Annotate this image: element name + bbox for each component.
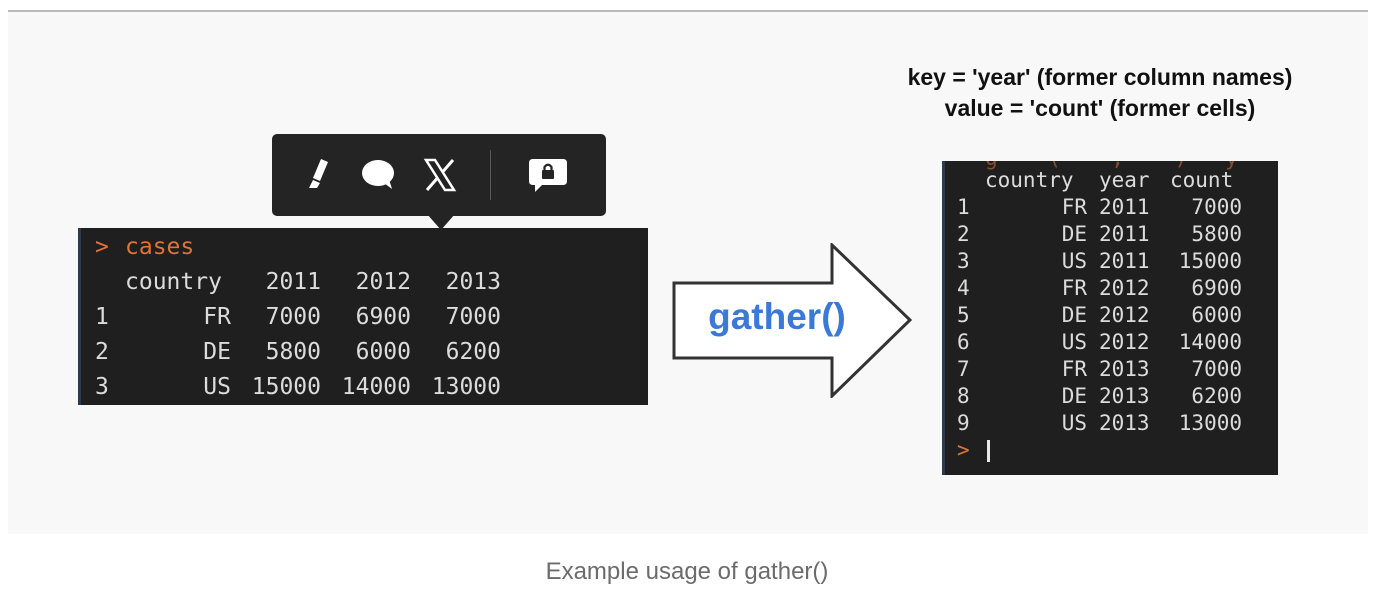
row-index: 1 [95, 304, 109, 330]
cell-country: DE [1061, 384, 1087, 408]
cell-year: 2012 [1099, 303, 1150, 327]
annotation-key-line: key = 'year' (former column names) [907, 64, 1293, 90]
x-share-icon[interactable] [418, 153, 462, 197]
comment-icon[interactable] [356, 153, 400, 197]
annotation-value-line: value = 'count' (former cells) [944, 95, 1256, 121]
row-index: 6 [957, 330, 970, 354]
cell-count: 6200 [1191, 384, 1242, 408]
figure-caption: Example usage of gather() [545, 558, 829, 585]
row-index: 5 [957, 303, 970, 327]
table-row: 3 US 2011 15000 [945, 248, 1278, 275]
table-row: 9 US 2013 13000 [945, 410, 1278, 437]
table-row: 1 FR 7000 6900 7000 [81, 300, 648, 335]
cell-country: US [1061, 249, 1087, 273]
cell-country: FR [1061, 276, 1087, 300]
cell-country: FR [1061, 357, 1087, 381]
clipped-command-line: g ( , ) y [945, 161, 1278, 172]
cell-year: 2011 [1099, 222, 1150, 246]
cell-count: 13000 [1178, 411, 1242, 435]
table-row: 3 US 15000 14000 13000 [81, 370, 648, 405]
row-index: 9 [957, 411, 970, 435]
cell-country: FR [203, 304, 231, 330]
cell-count: 15000 [1178, 249, 1242, 273]
header-2013: 2013 [445, 269, 501, 295]
wide-format-console: > cases country 2011 2012 2013 1 FR 7000… [78, 228, 648, 405]
cell-value: 7000 [265, 304, 321, 330]
cell-count: 6000 [1191, 303, 1242, 327]
table-row: 8 DE 2013 6200 [945, 383, 1278, 410]
cell-count: 5800 [1191, 222, 1242, 246]
cell-count: 7000 [1191, 357, 1242, 381]
console-prompt: > [957, 438, 970, 462]
cell-count: 14000 [1178, 330, 1242, 354]
row-index: 3 [957, 249, 970, 273]
row-index: 8 [957, 384, 970, 408]
row-index: 1 [957, 195, 970, 219]
row-index: 3 [95, 374, 109, 400]
table-row: 1 FR 2011 7000 [945, 194, 1278, 221]
cell-country: FR [1061, 195, 1087, 219]
cell-year: 2012 [1099, 276, 1150, 300]
cell-value: 14000 [341, 374, 411, 400]
right-arrow-icon [672, 243, 912, 398]
cell-country: US [1061, 330, 1087, 354]
console-prompt: > [95, 234, 109, 260]
header-count: count [1170, 168, 1234, 192]
long-format-console: g ( , ) y country year count 1FR20117000… [942, 161, 1278, 475]
cell-count: 7000 [1191, 195, 1242, 219]
table-header-row: country year count [945, 167, 1278, 194]
cell-count: 6900 [1191, 276, 1242, 300]
table-row: 2 DE 5800 6000 6200 [81, 335, 648, 370]
cell-value: 6000 [355, 339, 411, 365]
cell-year: 2013 [1099, 357, 1150, 381]
toolbar-divider [490, 150, 491, 200]
cell-year: 2013 [1099, 411, 1150, 435]
text-cursor [987, 440, 990, 462]
cell-year: 2013 [1099, 384, 1150, 408]
cell-country: DE [1061, 303, 1087, 327]
cell-value: 6200 [445, 339, 501, 365]
cell-country: US [203, 374, 231, 400]
cell-year: 2011 [1099, 249, 1150, 273]
highlight-icon[interactable] [296, 153, 340, 197]
cell-year: 2011 [1099, 195, 1150, 219]
cell-value: 6900 [355, 304, 411, 330]
row-index: 7 [957, 357, 970, 381]
row-index: 4 [957, 276, 970, 300]
console-prompt-line: > [945, 437, 1278, 464]
table-row: 2 DE 2011 5800 [945, 221, 1278, 248]
private-note-icon[interactable] [526, 153, 570, 197]
table-row: 5 DE 2012 6000 [945, 302, 1278, 329]
table-row: 6 US 2012 14000 [945, 329, 1278, 356]
cell-value: 15000 [251, 374, 321, 400]
row-index: 2 [95, 339, 109, 365]
header-year: year [1099, 168, 1150, 192]
header-2012: 2012 [355, 269, 411, 295]
row-index: 2 [957, 222, 970, 246]
table-row: 4 FR 2012 6900 [945, 275, 1278, 302]
cell-country: DE [203, 339, 231, 365]
annotation: key = 'year' (former column names) value… [880, 62, 1320, 124]
console-command: cases [125, 234, 195, 260]
toolbar-caret [427, 214, 455, 230]
cell-value: 5800 [265, 339, 321, 365]
arrow-label: gather() [708, 296, 846, 337]
cell-value: 13000 [431, 374, 501, 400]
cell-year: 2012 [1099, 330, 1150, 354]
table-header-row: country 2011 2012 2013 [81, 265, 648, 300]
header-country: country [985, 168, 1074, 192]
console-command-line: > cases [81, 230, 648, 265]
cell-country: US [1061, 411, 1087, 435]
table-row: 7 FR 2013 7000 [945, 356, 1278, 383]
cell-value: 7000 [445, 304, 501, 330]
header-country: country [125, 269, 222, 295]
header-2011: 2011 [265, 269, 321, 295]
selection-toolbar [272, 134, 606, 216]
cell-country: DE [1061, 222, 1087, 246]
